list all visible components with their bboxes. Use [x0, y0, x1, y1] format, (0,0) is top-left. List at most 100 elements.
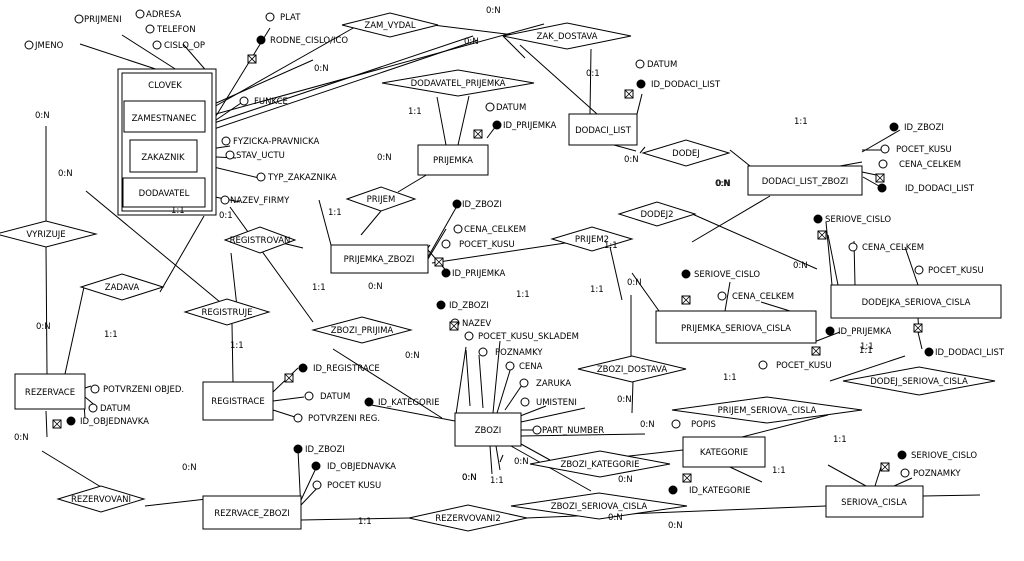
attribute-marker: [88, 403, 98, 413]
attribute-marker: [225, 150, 235, 160]
relationship-label-zbozi-seriova-cisla: ZBOZI_SERIOVA_CISLA: [551, 502, 648, 512]
relationship-prijem: [345, 186, 417, 212]
entity-label-dodaci-list-zbozi: DODACI_LIST_ZBOZI: [762, 177, 849, 187]
cardinality-label: 1:1: [794, 117, 808, 127]
identifier-cross: [473, 129, 483, 139]
connector-line: [502, 35, 526, 59]
entity-zbozi: [454, 412, 522, 447]
connector-line: [639, 146, 646, 154]
connector-line: [504, 384, 523, 411]
connector-line: [825, 221, 833, 286]
relationship-dodej2: [617, 201, 697, 227]
connector-line: [489, 445, 493, 475]
connector-line: [64, 286, 85, 375]
entity-label-rezrvace-zbozi: REZRVACE_ZBOZI: [214, 509, 290, 519]
key-attribute-marker: [452, 199, 462, 209]
cardinality-label: 0:N: [314, 64, 329, 74]
identifier-cross: [875, 173, 885, 183]
attribute-label: STAV_UCTU: [236, 151, 285, 161]
attribute-label: ZARUKA: [536, 379, 571, 389]
entity-label-zbozi: ZBOZI: [475, 426, 502, 436]
attribute-marker: [256, 172, 266, 182]
attribute-label: DATUM: [100, 404, 130, 414]
attribute-marker: [135, 9, 145, 19]
connector-line: [741, 414, 829, 438]
attribute-label: RODNE_CISLO/ICO: [270, 36, 348, 46]
cardinality-label: 0:1: [586, 69, 600, 79]
cardinality-label: 1:1: [312, 283, 326, 293]
connector-line: [861, 129, 901, 153]
relationship-zak-dostava: [502, 22, 632, 50]
cardinality-label: 0:N: [462, 473, 477, 483]
attribute-marker: [758, 360, 768, 370]
cardinality-label: 1:1: [358, 517, 372, 527]
relationship-label-dodej2: DODEJ2: [640, 210, 673, 220]
connector-line: [495, 445, 501, 471]
attribute-label: DATUM: [320, 392, 350, 402]
entity-prijemka-zbozi: [330, 244, 429, 274]
attribute-marker: [220, 195, 230, 205]
entity-dodaci-list-zbozi: [747, 165, 863, 196]
key-attribute-marker: [897, 450, 907, 460]
attribute-marker: [914, 265, 924, 275]
attribute-label: PRIJMENI: [84, 15, 122, 25]
key-attribute-marker: [813, 214, 823, 224]
connector-line: [827, 234, 839, 286]
key-attribute-marker: [668, 485, 678, 495]
identifier-cross: [817, 230, 827, 240]
attribute-label: FUNKCE: [254, 97, 288, 107]
cardinality-label: 0:N: [618, 475, 633, 485]
entity-label-registrace: REGISTRACE: [211, 397, 265, 407]
entity-label-prijemka-zbozi: PRIJEMKA_ZBOZI: [344, 255, 415, 265]
cardinality-label: 1:1: [860, 342, 874, 352]
entity-zakaznik-box: [129, 139, 198, 173]
connector-line: [159, 215, 205, 293]
entity-seriova-cisla: [825, 485, 924, 518]
entity-zamestnanec-box: [123, 100, 206, 133]
cardinality-label: 0:1: [219, 211, 233, 221]
relationship-label-prijem2: PRIJEM2: [575, 235, 609, 245]
identifier-cross: [52, 419, 62, 429]
connector-line: [204, 35, 474, 127]
entity-prijemka-seriova-cisla: [655, 310, 817, 344]
attribute-marker: [441, 239, 451, 249]
relationship-dodavatel-prijemka: [381, 69, 535, 97]
entity-label-prijemka-seriova-cisla: PRIJEMKA_SERIOVA_CISLA: [681, 324, 791, 334]
attribute-label: POCET KUSU: [327, 481, 381, 491]
cardinality-label: 0:N: [486, 6, 501, 16]
cardinality-label: 1:1: [604, 241, 618, 251]
cardinality-label: 1:1: [772, 466, 786, 476]
relationship-label-registruje: REGISTRUJE: [202, 308, 253, 318]
cardinality-label: 0:N: [617, 395, 632, 405]
entity-label-dodaci-list: DODACI_LIST: [575, 126, 632, 136]
attribute-label: ID_OBJEDNAVKA: [327, 462, 396, 472]
relationship-zbozi-prijima: [311, 316, 413, 344]
attribute-label: CENA_CELKEM: [464, 225, 526, 235]
identifier-cross: [811, 346, 821, 356]
connector-line: [631, 380, 634, 414]
cardinality-label: 1:1: [230, 341, 244, 351]
relationship-label-dodej: DODEJ: [672, 149, 700, 159]
attribute-marker: [519, 378, 529, 388]
entity-label-zakaznik: ZAKAZNIK: [141, 153, 185, 163]
connector-line: [874, 466, 882, 487]
attribute-label: POZNAMKY: [495, 348, 543, 358]
identifier-cross: [624, 89, 634, 99]
relationship-zbozi-seriova-cisla: [510, 492, 688, 520]
key-attribute-marker: [636, 79, 646, 89]
attribute-marker: [878, 159, 888, 169]
identifier-cross: [681, 295, 691, 305]
attribute-marker: [848, 242, 858, 252]
connector-line: [827, 464, 867, 487]
attribute-label: ID_DODACI_LIST: [905, 184, 975, 194]
connector-line: [904, 246, 919, 286]
relationship-label-registrovan: REGISTROVAN: [230, 236, 291, 246]
connector-line: [229, 206, 314, 323]
cardinality-label: 0:N: [182, 463, 197, 473]
attribute-label: ID_ZBOZI: [305, 445, 345, 455]
connector-line: [454, 346, 467, 422]
entity-kategorie: [682, 436, 766, 468]
relationship-label-prijem-seriova-cisla: PRIJEM_SERIOVA_CISLA: [718, 406, 817, 416]
cardinality-label: 1:1: [833, 435, 847, 445]
attribute-marker: [880, 144, 890, 154]
